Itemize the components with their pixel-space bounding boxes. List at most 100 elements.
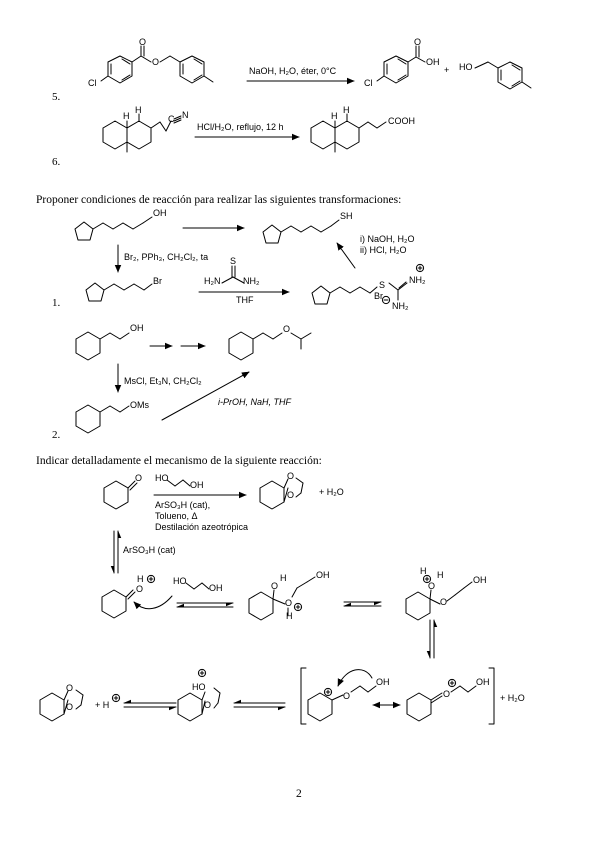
ester-reactant-structure	[100, 45, 214, 84]
int2-o-ether-label: O	[440, 597, 448, 607]
thf-label: THF	[236, 295, 254, 305]
h-label-1: H	[123, 111, 130, 121]
thiourea-structure	[221, 265, 245, 284]
cl-label: Cl	[88, 78, 97, 88]
cyclopentyl-butanethiol-structure	[262, 219, 340, 244]
conditions-williamson: i-PrOH, NaH, THF	[218, 397, 291, 407]
oxo1-o-label: O	[343, 691, 351, 701]
ketal-o1-label: O	[287, 471, 295, 481]
ethylene-glycol-2	[185, 582, 210, 590]
cyclopentyl-butanol-structure	[74, 216, 153, 241]
h-label-3: H	[331, 111, 338, 121]
carbonyl-o-label: O	[139, 37, 147, 47]
int2-oh-label: OH	[473, 575, 487, 585]
conditions-vertical: ArSO₃H (cat)	[123, 545, 176, 555]
williamson-arrow	[161, 371, 250, 421]
cyclohexanone-structure	[103, 480, 138, 510]
section-heading-conditions: Proponer condiciones de reacción para re…	[36, 194, 402, 206]
equilibrium-arrow-4	[233, 703, 286, 707]
plus-h-label: + H	[95, 700, 110, 710]
conditions-mesylation: MsCl, Et₃N, CH₂Cl₂	[124, 376, 202, 386]
resonance-bracket	[300, 667, 495, 725]
sh-label: SH	[340, 211, 353, 221]
int2-o-label: O	[428, 581, 436, 591]
ketal-product-structure	[259, 477, 304, 510]
h-label-4: H	[343, 105, 350, 115]
acid-o-label: O	[414, 37, 422, 47]
int2-h-right-label: H	[437, 570, 444, 580]
salt-nh2-top-label: NH₂	[409, 275, 426, 285]
item-2-number: 2.	[52, 429, 61, 441]
thiourea-s-label: S	[230, 256, 237, 266]
item-1-number: 1.	[52, 297, 61, 309]
diol-ho-label: HO	[155, 473, 169, 483]
equilibrium-arrow-3	[123, 703, 177, 707]
oxo2-oh-label: OH	[476, 677, 490, 687]
h-label-2: H	[135, 105, 142, 115]
protonated-hemiketal-structure	[405, 574, 473, 621]
ethylene-glycol-structure	[166, 479, 191, 487]
ketal-product-2-structure	[39, 689, 121, 722]
ketone-o-label: O	[135, 473, 143, 483]
nitrile-c-label: C	[168, 114, 175, 124]
oh-label-2: OH	[130, 323, 144, 333]
cyclopentyl-butylbromide-structure	[85, 282, 153, 302]
diol2-ho-label: HO	[173, 576, 187, 586]
oxo1-oh-label: OH	[376, 677, 390, 687]
oms-label: OMs	[130, 400, 149, 410]
diol-oh-label: OH	[190, 480, 204, 490]
salt-nh2-bottom-label: NH₂	[392, 301, 409, 311]
oxo2-o-label: O	[443, 689, 451, 699]
conditions-toluene: Tolueno, Δ	[155, 511, 198, 521]
nitrile-reactant-structure	[102, 113, 172, 153]
int1-h-top-label: H	[280, 573, 287, 583]
int1-oh-label: OH	[316, 570, 330, 580]
page-number: 2	[296, 788, 302, 800]
hemiketal-oxonium-structure	[248, 576, 316, 621]
acid-oh-label: OH	[426, 57, 440, 67]
isothiouronium-salt-structure	[311, 263, 425, 305]
cl-label-product: Cl	[364, 78, 373, 88]
equilibrium-arrow-vertical-1	[114, 530, 118, 574]
conditions-5: NaOH, H₂O, éter, 0°C	[249, 66, 337, 76]
protonated-ketal-structure	[177, 668, 221, 722]
cooh-label: COOH	[388, 116, 415, 126]
oxocarbenium-2-structure	[406, 678, 477, 722]
salt-s-label: S	[379, 280, 386, 290]
ketal-o2-label: O	[287, 490, 295, 500]
curved-arrow-attack-1	[133, 595, 173, 609]
br-label: Br	[153, 276, 162, 286]
prot-ketal-o-label: O	[204, 700, 212, 710]
equilibrium-arrow-1	[176, 602, 234, 608]
oh-label-1: OH	[153, 208, 167, 218]
ketal2-o1-label: O	[66, 683, 74, 693]
alcohol-product-structure	[474, 61, 532, 90]
salt-br-label: Br	[374, 291, 383, 301]
conditions-acid: ArSO₃H (cat),	[155, 500, 211, 510]
acid-product-6-structure	[310, 113, 387, 153]
thiourea-h2n-label: H₂N	[204, 276, 221, 286]
nitrile-triple-bond	[173, 115, 182, 124]
plus-water-bottom: + H₂O	[500, 693, 525, 703]
mesylate-structure	[75, 404, 130, 434]
conditions-azeotropic: Destilación azeotrópica	[155, 522, 249, 532]
conditions-step3b: ii) HCl, H₂O	[360, 245, 407, 255]
int1-o-plus-label: O	[285, 598, 293, 608]
ester-o-label: O	[152, 57, 160, 67]
equilibrium-arrow-vertical-2	[430, 619, 434, 659]
problem-6-number: 6.	[52, 156, 61, 168]
plus-sign-5: +	[444, 65, 450, 75]
oxocarbenium-1-structure	[307, 685, 377, 722]
thiourea-nh2-label: NH₂	[243, 276, 260, 286]
int2-h-left-label: H	[420, 566, 427, 576]
protonated-ketone-structure	[101, 574, 156, 619]
conditions-6: HCl/H₂O, reflujo, 12 h	[197, 122, 284, 132]
ketal2-o2-label: O	[66, 702, 74, 712]
protonated-h-label: H	[137, 574, 144, 584]
diol2-oh-label: OH	[209, 583, 223, 593]
plus-water-top: + H₂O	[319, 487, 344, 497]
problem-5-number: 5.	[52, 91, 61, 103]
section-heading-mechanism: Indicar detalladamente el mecanismo de l…	[36, 455, 322, 467]
conditions-step1: Br₂, PPh₃, CH₂Cl₂, ta	[124, 252, 209, 262]
